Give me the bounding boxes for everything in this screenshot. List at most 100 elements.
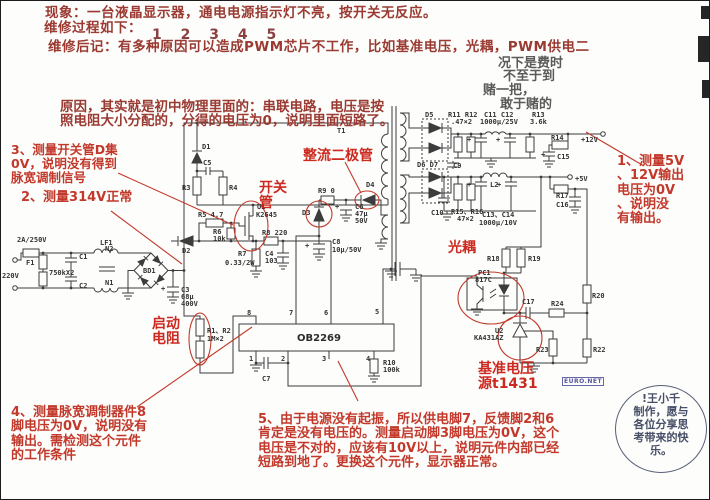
component-label: C11 C12 [484,111,514,119]
component-label: D1 [202,143,210,151]
component-label: T1 [337,127,345,135]
component-label: 10μ/50V [332,246,362,254]
component-label: 50V [355,217,368,225]
component-label: D2 [182,247,190,255]
component-label: R17 [556,192,569,200]
cutoff-text-1: 况下是费时 [498,56,564,71]
cutoff-text-3: 赌一把， [483,83,536,98]
component-label: 7 [289,309,293,317]
annotation-step-3: 3、测量开关管D集 0V，说明没有得到 脉宽调制信号 [11,142,118,185]
component-label: R13 [532,111,545,119]
component-label: 750kX2 [49,269,74,277]
component-label: U1 [257,203,265,211]
component-label: C8 [332,238,340,246]
annotation-step-2: 2、测量314V正常 [21,190,133,205]
component-label: + [467,136,471,144]
label-startup-resistor: 启动 电阻 [152,316,180,347]
component-label: 68μ [181,293,194,301]
component-label: +5V [575,175,588,183]
component-label: + [161,285,165,293]
component-label: LF1 [100,239,113,247]
component-label: 2 [281,355,285,363]
component-label: R14 [551,134,564,142]
component-label: D6 D7 [417,161,438,169]
component-label: R20 [592,292,605,300]
component-label: 10k [213,235,226,243]
component-label: 103 [265,257,278,265]
author-circle-note: !王小千 制作，愿与 各位分享思 考带来的快 乐。 [615,385,707,473]
component-label: C15 [557,153,570,161]
repair-postscript-line: 维修后记：有多种原因可以造成PWM芯片不工作，比如基准电压，光耦，PWM供电二 [48,39,590,55]
component-label: R23 [536,346,549,354]
component-label: + [497,181,501,189]
symptom-line: 现象：一台液晶显示器，通电电源指示灯不亮，按开关无反应。 [45,5,437,21]
component-label: R4 [229,184,237,192]
component-label: C7 [262,375,270,383]
component-label: C13、C14 [482,211,514,219]
component-label: R3 [182,184,190,192]
component-label: C17 [522,298,535,306]
component-label: + [305,242,309,250]
component-label: R9 0 [318,187,335,195]
component-label: PC1 [478,269,491,277]
red-highlight-markers [110,131,645,408]
component-label: R18 [487,255,500,263]
component-label: 1000μ/10V [479,219,518,227]
component-label: R24 [551,300,564,308]
component-label: C3 [181,286,189,294]
component-label: L2 [490,181,498,189]
component-label: 3.6k [530,118,548,126]
cutoff-text-4: 敢于赌的 [500,97,553,112]
component-label: .47×2 [451,118,472,126]
component-label: 1M×2 [207,335,224,343]
component-label: R15、R16 [451,208,483,216]
component-label: +12V [581,136,599,144]
watermark: EURO.NET [562,377,605,386]
component-label: + [496,136,500,144]
component-label: 100k [383,366,401,374]
component-label: R1、R2 [207,327,231,335]
component-label: C4 [265,250,273,258]
annotation-step-5: 5、由于电源没有起振，所以供电脚7，反馈脚2和6 肯定是没有电压的。测量启动脚3… [258,412,560,470]
component-label: C6 [355,203,363,211]
component-label: F1 [26,259,34,267]
component-label: 6 [324,309,328,317]
ic-part-number: OB2269 [297,333,341,344]
component-label: C1 [79,253,87,261]
component-label: 4 [366,355,370,363]
step-numbers: 1 2 3 4 5 [152,27,284,43]
component-label: 1000μ/25V [480,118,519,126]
component-label: R5 4.7 [198,211,223,219]
component-label: 220V [2,272,20,280]
component-label: D5 [425,111,433,119]
component-label: 2A/250V [17,236,47,244]
component-label: D4 [366,181,374,189]
component-label: R22 [593,346,606,354]
component-label: 1 [249,355,253,363]
scan-artifact [698,36,709,62]
component-label: C5 [203,159,211,167]
repair-process-line: 维修过程如下： [44,20,142,36]
label-optocoupler: 光耦 [448,240,476,256]
label-rectifier-diode: 整流二极管 [303,148,373,164]
component-label: + [541,151,545,159]
annotation-step-4: 4、测量脉宽调制器件8 脚电压为0V，说明没有 输出。需检测这个元件 的工作条件 [11,405,148,463]
component-label: C9 [453,162,461,170]
component-label: R11 R12 [448,111,478,119]
component-label: C2 [79,282,87,290]
component-label: KA431AZ [474,334,504,342]
component-label: D3 [302,209,310,217]
scan-artifact [702,80,709,98]
component-label: K2645 [256,211,277,219]
component-label: BD1 [143,267,156,275]
explanation-paragraph: 原因，其实就是初中物理里面的：串联电路，电压是按 照电阻大小分配的，分得的电压为… [60,99,394,129]
component-label: + [467,181,471,189]
annotation-step-1: 1、测量5V 、12V输出 电压为0V 、说明没 有输出。 [617,154,685,227]
component-label: 8 [247,309,251,317]
cutoff-text-2: 不至于到 [503,69,556,84]
component-label: N1 [105,279,113,287]
component-label: N2 [105,245,113,253]
